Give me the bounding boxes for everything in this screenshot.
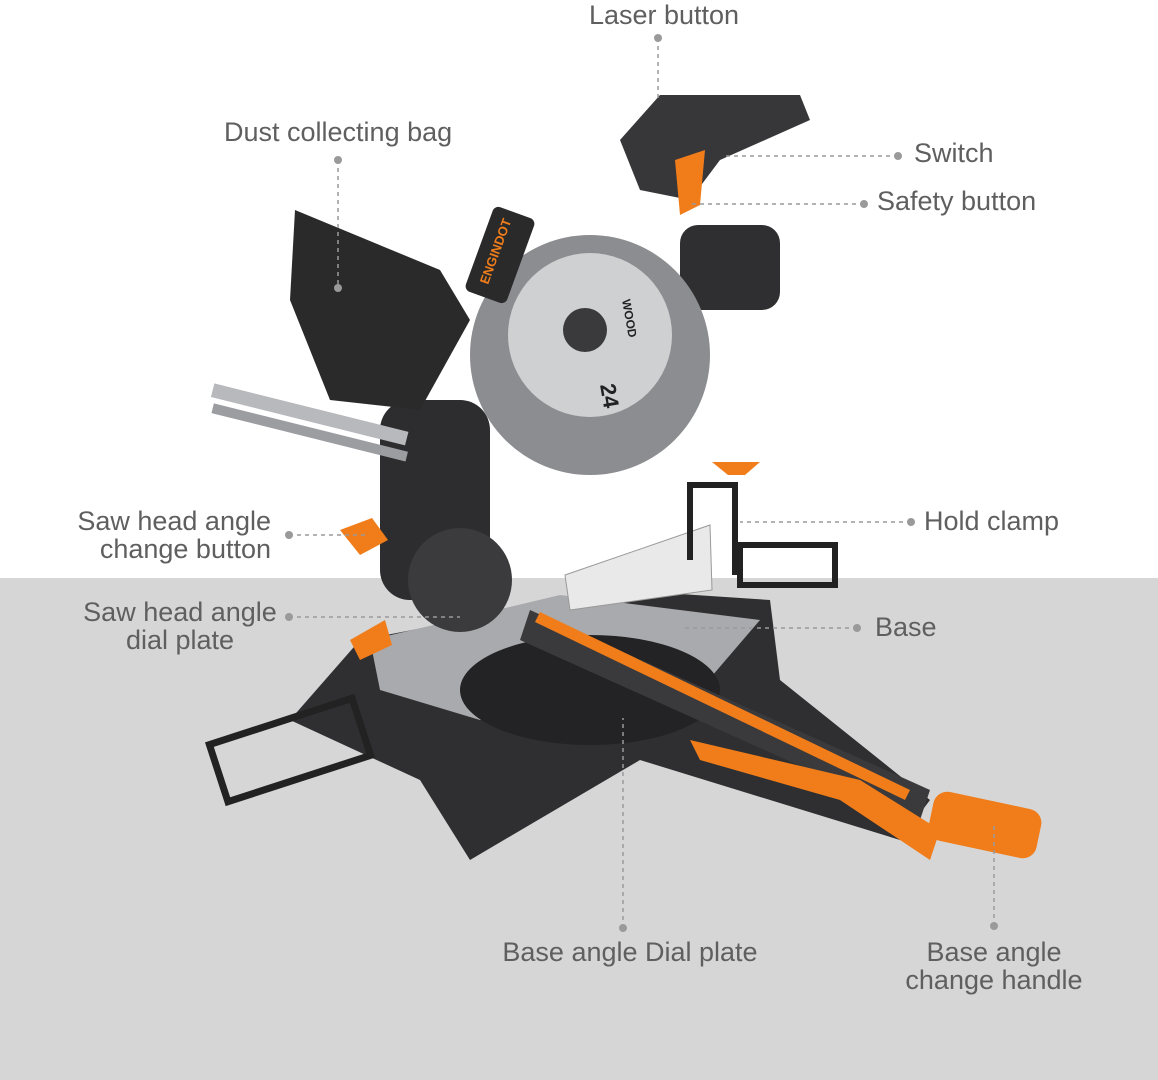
motor-housing: [680, 225, 780, 310]
dial-knob: [350, 620, 392, 660]
base-handle: [928, 791, 1042, 859]
label-base-angle-change-handle: Base angle change handle: [880, 938, 1108, 994]
saw-handle: [620, 95, 810, 200]
label-line-2: change button: [99, 534, 271, 564]
label-laser-button: Laser button: [588, 0, 740, 30]
hold-clamp: [687, 482, 738, 575]
label-base: Base: [875, 612, 937, 642]
saw-head-angle-button-knob: [340, 518, 388, 555]
label-line-1: Saw head angle: [83, 597, 277, 627]
label-line-2: dial plate: [125, 625, 235, 655]
leader-lines: [289, 38, 995, 928]
pivot-dial: [408, 528, 512, 632]
safety-button-trigger: [675, 150, 705, 215]
label-saw-head-angle-dial-plate: Saw head angle dial plate: [70, 598, 290, 654]
leader-dots: [285, 34, 998, 932]
label-switch: Switch: [914, 138, 994, 168]
base-arm-orange-strip: [535, 612, 910, 800]
slide-rail: [210, 383, 409, 446]
side-support-left: [204, 693, 376, 807]
dust-bag: [290, 210, 470, 410]
label-line-2: change handle: [905, 965, 1083, 995]
label-line-1: Base angle: [926, 937, 1062, 967]
label-base-angle-dial-plate: Base angle Dial plate: [502, 937, 758, 967]
label-hold-clamp: Hold clamp: [924, 506, 1060, 536]
blade-arbor: [563, 308, 607, 352]
front-lever: [690, 740, 940, 860]
fence-scale: [564, 524, 713, 611]
slide-rail-2: [211, 403, 408, 462]
label-safety-button: Safety button: [877, 186, 1037, 216]
blade-material-text: WOOD: [619, 298, 640, 339]
label-line-1: Saw head angle: [77, 506, 271, 536]
brand-badge: [465, 206, 535, 304]
blade-teeth-count: 24: [595, 382, 624, 411]
turntable: [460, 635, 720, 745]
label-saw-head-angle-change-button: Saw head angle change button: [40, 507, 271, 563]
label-dust-collecting-bag: Dust collecting bag: [224, 117, 453, 147]
hold-clamp-knob: [712, 462, 760, 475]
side-support-right: [737, 542, 838, 588]
